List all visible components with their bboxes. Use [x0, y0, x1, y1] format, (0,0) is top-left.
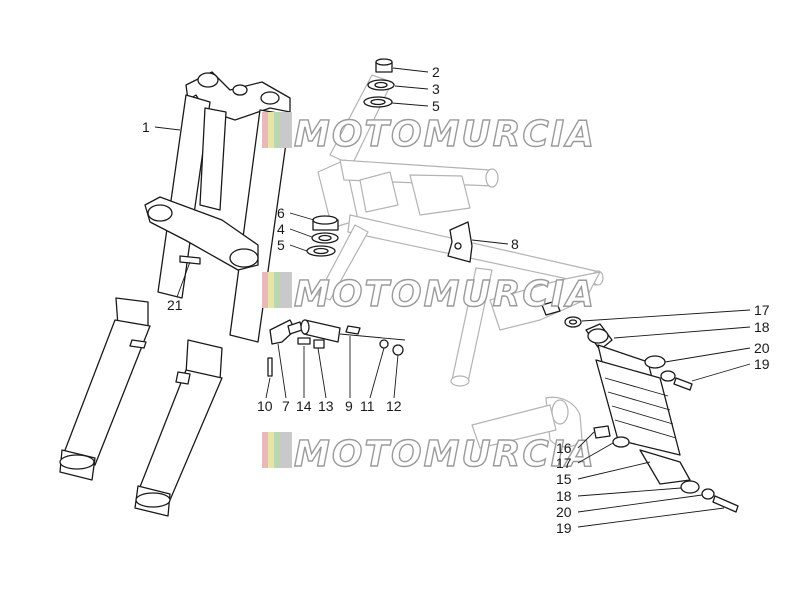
callout-7: 7 [282, 398, 290, 414]
motorcycle-frame [317, 74, 604, 449]
callout-13: 13 [318, 398, 334, 414]
callout-2: 2 [432, 64, 440, 80]
callout-10: 10 [257, 398, 273, 414]
callout-1: 1 [142, 119, 150, 135]
callout-19-top: 19 [754, 356, 770, 372]
callout-4: 4 [277, 221, 285, 237]
steering-head-parts [306, 58, 395, 257]
callout-20-top: 20 [754, 340, 770, 356]
watermark-middle: MOTOMURCIA [262, 272, 596, 316]
callout-8: 8 [511, 236, 519, 252]
callout-9: 9 [345, 398, 353, 414]
callout-17-bottom: 17 [556, 455, 572, 471]
fork-plug [179, 255, 201, 265]
rear-shock-absorber [541, 300, 739, 513]
steering-damper-parts [267, 319, 406, 377]
callout-6: 6 [277, 205, 285, 221]
watermark-text: MOTOMURCIA [294, 274, 596, 315]
watermark-text: MOTOMURCIA [294, 434, 596, 475]
leader-lines [154, 67, 751, 528]
callout-15: 15 [556, 471, 572, 487]
callout-numbers: 1 2 3 5 6 4 5 8 21 17 18 20 19 10 7 14 1… [142, 64, 770, 536]
callout-16: 16 [556, 440, 572, 456]
callout-21: 21 [167, 297, 183, 313]
callout-19-bottom: 19 [556, 520, 572, 536]
frame-bracket [447, 221, 473, 263]
callout-14: 14 [296, 398, 312, 414]
callout-17-top: 17 [754, 302, 770, 318]
callout-11: 11 [360, 398, 375, 414]
callout-12: 12 [386, 398, 402, 414]
watermark-text: MOTOMURCIA [294, 114, 596, 155]
front-fork-assembly [59, 71, 291, 517]
watermark-top: MOTOMURCIA [262, 112, 596, 156]
callout-18-top: 18 [754, 319, 770, 335]
callout-5-top: 5 [432, 98, 440, 114]
callout-18-bottom: 18 [556, 488, 572, 504]
callout-3: 3 [432, 81, 440, 97]
callout-5-mid: 5 [277, 237, 285, 253]
callout-20-bottom: 20 [556, 504, 572, 520]
watermark-bottom: MOTOMURCIA [262, 432, 596, 476]
